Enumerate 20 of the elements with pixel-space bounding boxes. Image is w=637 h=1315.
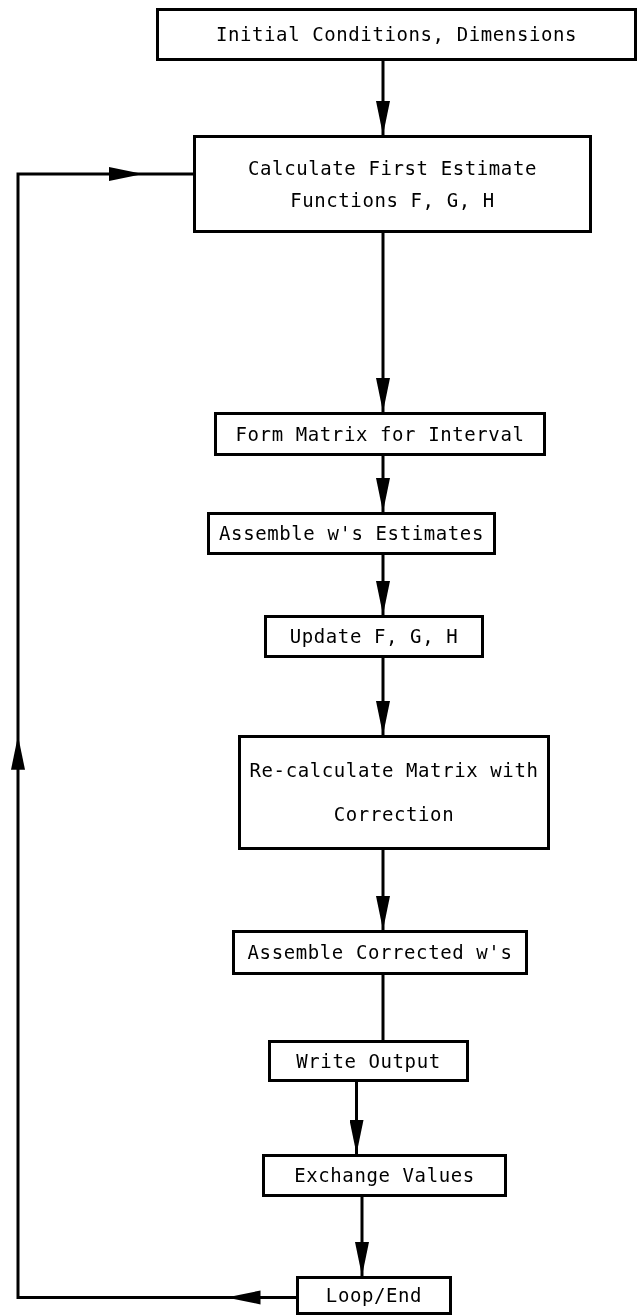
process-box [262, 1154, 507, 1197]
step-label: Loop/End [325, 1284, 423, 1307]
step-label: Calculate First Estimate Functions F, G, H [247, 155, 538, 213]
process-box [193, 135, 592, 233]
process-box [232, 930, 528, 975]
step-label: Initial Conditions, Dimensions [215, 23, 578, 46]
process-box [264, 615, 484, 658]
step-label: Update F, G, H [289, 625, 459, 648]
step-label: Assemble w's Estimates [219, 522, 484, 545]
process-box [207, 512, 496, 555]
step-label: Write Output [296, 1049, 441, 1073]
step-label: Re-calculate Matrix with Correction [248, 757, 540, 827]
step-label: Assemble Corrected w's [247, 941, 513, 964]
step-label: Form Matrix for Interval [235, 422, 525, 446]
process-box [238, 735, 550, 850]
process-box [156, 8, 637, 61]
process-box [296, 1276, 452, 1315]
step-label: Exchange Values [294, 1164, 475, 1187]
process-box [268, 1040, 469, 1082]
process-box [214, 412, 546, 456]
